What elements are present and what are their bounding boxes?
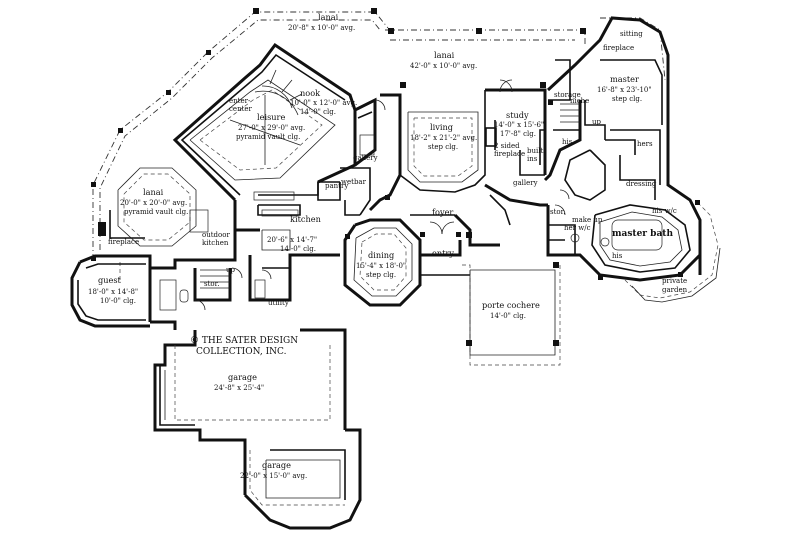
guest-name: guest bbox=[98, 275, 122, 285]
living-dim1: 18'-2" x 21'-2" avg. bbox=[410, 134, 477, 142]
pantry-label: pantry bbox=[325, 182, 348, 190]
study-dim2: 17'-8" clg. bbox=[500, 130, 536, 138]
his-bath-label: his bbox=[612, 252, 623, 260]
gallery-left-label: gallery bbox=[353, 154, 378, 162]
garage-bottom-dim: 22'-0" x 15'-0" avg. bbox=[240, 472, 307, 480]
outdoor-kitchen-line2: kitchen bbox=[202, 239, 229, 247]
columns bbox=[91, 8, 700, 346]
leisure-dim2: pyramid vault clg. bbox=[236, 133, 300, 141]
kitchen-dim1: 20'-6" x 14'-7" bbox=[267, 236, 317, 244]
private-garden-line2: garden bbox=[662, 286, 688, 294]
lanai-top-dim: 20'-8" x 10'-0" avg. bbox=[288, 24, 355, 32]
make-up-label: make up bbox=[572, 216, 603, 224]
nook-dim1: 10'-0" x 12'-0" avg. bbox=[290, 99, 357, 107]
his-closet-label: his bbox=[562, 138, 573, 146]
lanai-outlines bbox=[92, 11, 666, 280]
utility-label: utility bbox=[268, 299, 289, 307]
lanai-center-name: lanai bbox=[434, 50, 455, 60]
study-name: study bbox=[506, 110, 529, 120]
niche-label: niche bbox=[570, 97, 589, 105]
wetbar-label: wetbar bbox=[341, 178, 367, 186]
garage-bottom-name: garage bbox=[262, 460, 291, 470]
porte-cochere-dim: 14'-0" clg. bbox=[490, 312, 526, 320]
entry-name: entry bbox=[432, 248, 454, 258]
two-sided-line2: fireplace bbox=[494, 150, 525, 158]
hers-closet-label: hers bbox=[637, 140, 653, 148]
fireplace-lanai-label: fireplace bbox=[108, 238, 139, 246]
fireplace-master-label: fireplace bbox=[603, 44, 634, 52]
copyright-line1: © THE SATER DESIGN bbox=[190, 336, 298, 346]
his-wc-label: his w/c bbox=[652, 207, 677, 215]
built-ins-line2: ins bbox=[527, 155, 538, 163]
up-guest-label: up bbox=[226, 266, 236, 274]
doors bbox=[194, 79, 570, 311]
outdoor-kitchen-line1: outdoor bbox=[202, 231, 230, 239]
gallery-right-label: gallery bbox=[513, 179, 538, 187]
leisure-pyramid bbox=[189, 79, 336, 181]
copyright-line2: COLLECTION, INC. bbox=[196, 347, 287, 357]
master-bath-name: master bath bbox=[612, 229, 673, 239]
foyer-name: foyer bbox=[432, 207, 453, 217]
master-dim2: step clg. bbox=[612, 95, 642, 103]
leisure-name: leisure bbox=[257, 112, 285, 122]
two-sided-line1: 2 sided bbox=[494, 142, 520, 150]
porte-cochere-name: porte cochere bbox=[482, 300, 540, 310]
built-ins-line1: built- bbox=[527, 147, 546, 155]
garage-top-name: garage bbox=[228, 372, 257, 382]
fixtures bbox=[159, 103, 663, 311]
dining-dim1: 15'-4" x 18'-0" bbox=[356, 262, 406, 270]
up-master-label: up bbox=[592, 118, 602, 126]
living-name: living bbox=[430, 122, 453, 132]
nook-name: nook bbox=[300, 88, 321, 98]
master-dim1: 16'-8" x 23'-10" bbox=[597, 86, 652, 94]
kitchen-dim2: 14'-0" clg. bbox=[280, 245, 316, 253]
entertainment-center bbox=[254, 69, 303, 116]
leisure-dim1: 27'-0" x 29'-0" avg. bbox=[238, 124, 305, 132]
dressing-label: dressing bbox=[626, 180, 657, 188]
nook-dim2: 14'-0" clg. bbox=[300, 108, 336, 116]
study-dim1: 14'-0" x 15'-6" bbox=[494, 121, 544, 129]
ent-center-line2: center bbox=[229, 105, 253, 113]
dining-name: dining bbox=[368, 250, 394, 260]
lanai-left-dim2: pyramid vault clg. bbox=[124, 208, 188, 216]
room-labels: lanai 20'-8" x 10'-0" avg. lanai 42'-0" … bbox=[88, 12, 688, 480]
lanai-top-name: lanai bbox=[318, 12, 339, 22]
lanai-left-name: lanai bbox=[143, 187, 164, 197]
stor-mid-label: stor. bbox=[550, 208, 565, 216]
guest-dim1: 18'-0" x 14'-8" bbox=[88, 288, 138, 296]
ent-center-line1: enter- bbox=[229, 97, 251, 105]
dining-dim2: step clg. bbox=[366, 271, 396, 279]
storage-label: storage bbox=[554, 91, 581, 99]
copyright: © THE SATER DESIGN COLLECTION, INC. bbox=[190, 336, 298, 357]
sitting-label: sitting bbox=[620, 30, 643, 38]
living-dim2: step clg. bbox=[428, 143, 458, 151]
stor-guest-label: stor. bbox=[204, 280, 219, 288]
guest-dim2: 10'-0" clg. bbox=[100, 297, 136, 305]
kitchen-name: kitchen bbox=[290, 214, 322, 224]
master-name: master bbox=[610, 74, 639, 84]
lanai-left-dim1: 20'-0" x 20'-0" avg. bbox=[120, 199, 187, 207]
her-wc-label: her w/c bbox=[564, 224, 591, 232]
private-garden-line1: private bbox=[662, 277, 687, 285]
lanai-center-dim: 42'-0" x 10'-0" avg. bbox=[410, 62, 477, 70]
garage-top-dim: 24'-8" x 25'-4" bbox=[214, 384, 264, 392]
exterior-walls bbox=[70, 16, 721, 530]
